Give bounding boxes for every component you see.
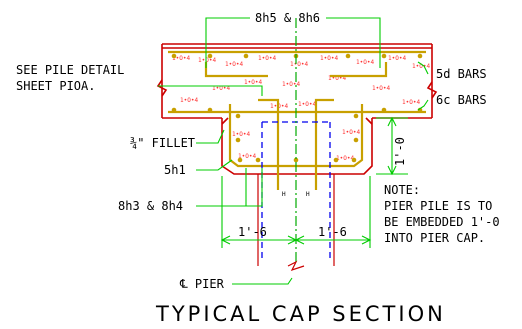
concrete-hatch: 1•O•4 1•O•4 1•O•4 1•O•4 1•O•4 1•O•4 1•O•… xyxy=(172,55,430,162)
rebar-dots xyxy=(171,53,423,163)
hatch-mark: 1•O•4 xyxy=(372,85,390,92)
label-5d-bars: 5d BARS xyxy=(436,67,487,81)
hatch-mark: 1•O•4 xyxy=(290,61,308,68)
bar-tag: H xyxy=(282,191,286,198)
label-6c-bars: 6c BARS xyxy=(436,93,487,107)
hatch-mark: 1•O•4 xyxy=(225,61,243,68)
label-pile-detail-2: SHEET PIOA. xyxy=(16,79,95,93)
hatch-mark: 1•O•4 xyxy=(342,129,360,136)
label-dim-right: 1'-6 xyxy=(318,225,347,239)
hatch-mark: 1•O•4 xyxy=(244,79,262,86)
hatch-mark: 1•O•4 xyxy=(212,85,230,92)
hatch-mark: 1•O•4 xyxy=(232,131,250,138)
hatch-mark: 1•O•4 xyxy=(320,55,338,62)
label-top-bars: 8h5 & 8h6 xyxy=(255,11,320,25)
note-line-1: PIER PILE IS TO xyxy=(384,199,492,213)
hatch-mark: 1•O•4 xyxy=(336,155,354,162)
hatch-mark: 1•O•4 xyxy=(282,81,300,88)
dimension-lines xyxy=(220,116,408,248)
note-line-2: BE EMBEDDED 1'-0 xyxy=(384,215,500,229)
label-pile-detail-1: SEE PILE DETAIL xyxy=(16,63,124,77)
leaders xyxy=(158,17,429,285)
rebar xyxy=(168,50,426,190)
hatch-mark: 1•O•4 xyxy=(328,75,346,82)
hatch-mark: 1•O•4 xyxy=(258,55,276,62)
hatch-mark: 1•O•4 xyxy=(298,101,316,108)
hatch-mark: 1•O•4 xyxy=(356,59,374,66)
label-dim-vertical: 1'-0 xyxy=(393,137,407,166)
bar-tags: H H xyxy=(282,191,310,198)
hatch-mark: 1•O•4 xyxy=(198,57,216,64)
label-bottom-bars: 8h3 & 8h4 xyxy=(118,199,183,213)
note-line-3: INTO PIER CAP. xyxy=(384,231,485,245)
hatch-mark: 1•O•4 xyxy=(388,55,406,62)
note-title: NOTE: xyxy=(384,183,420,197)
hatch-mark: 1•O•4 xyxy=(412,63,430,70)
label-centerline: ℄ PIER xyxy=(179,277,225,291)
label-fillet: ¾" FILLET xyxy=(130,136,195,150)
pile-walls xyxy=(257,174,335,266)
drawing-title: TYPICAL CAP SECTION xyxy=(155,302,446,326)
label-5h1: 5h1 xyxy=(164,163,186,177)
bar-tag: H xyxy=(306,191,310,198)
hatch-mark: 1•O•4 xyxy=(172,55,190,62)
hatch-mark: 1•O•4 xyxy=(270,103,288,110)
centerline xyxy=(287,18,305,272)
pier-cap-concrete xyxy=(156,43,438,175)
label-dim-left: 1'-6 xyxy=(238,225,267,239)
hatch-mark: 1•O•4 xyxy=(402,99,420,106)
hatch-mark: 1•O•4 xyxy=(238,153,256,160)
hatch-mark: 1•O•4 xyxy=(180,97,198,104)
